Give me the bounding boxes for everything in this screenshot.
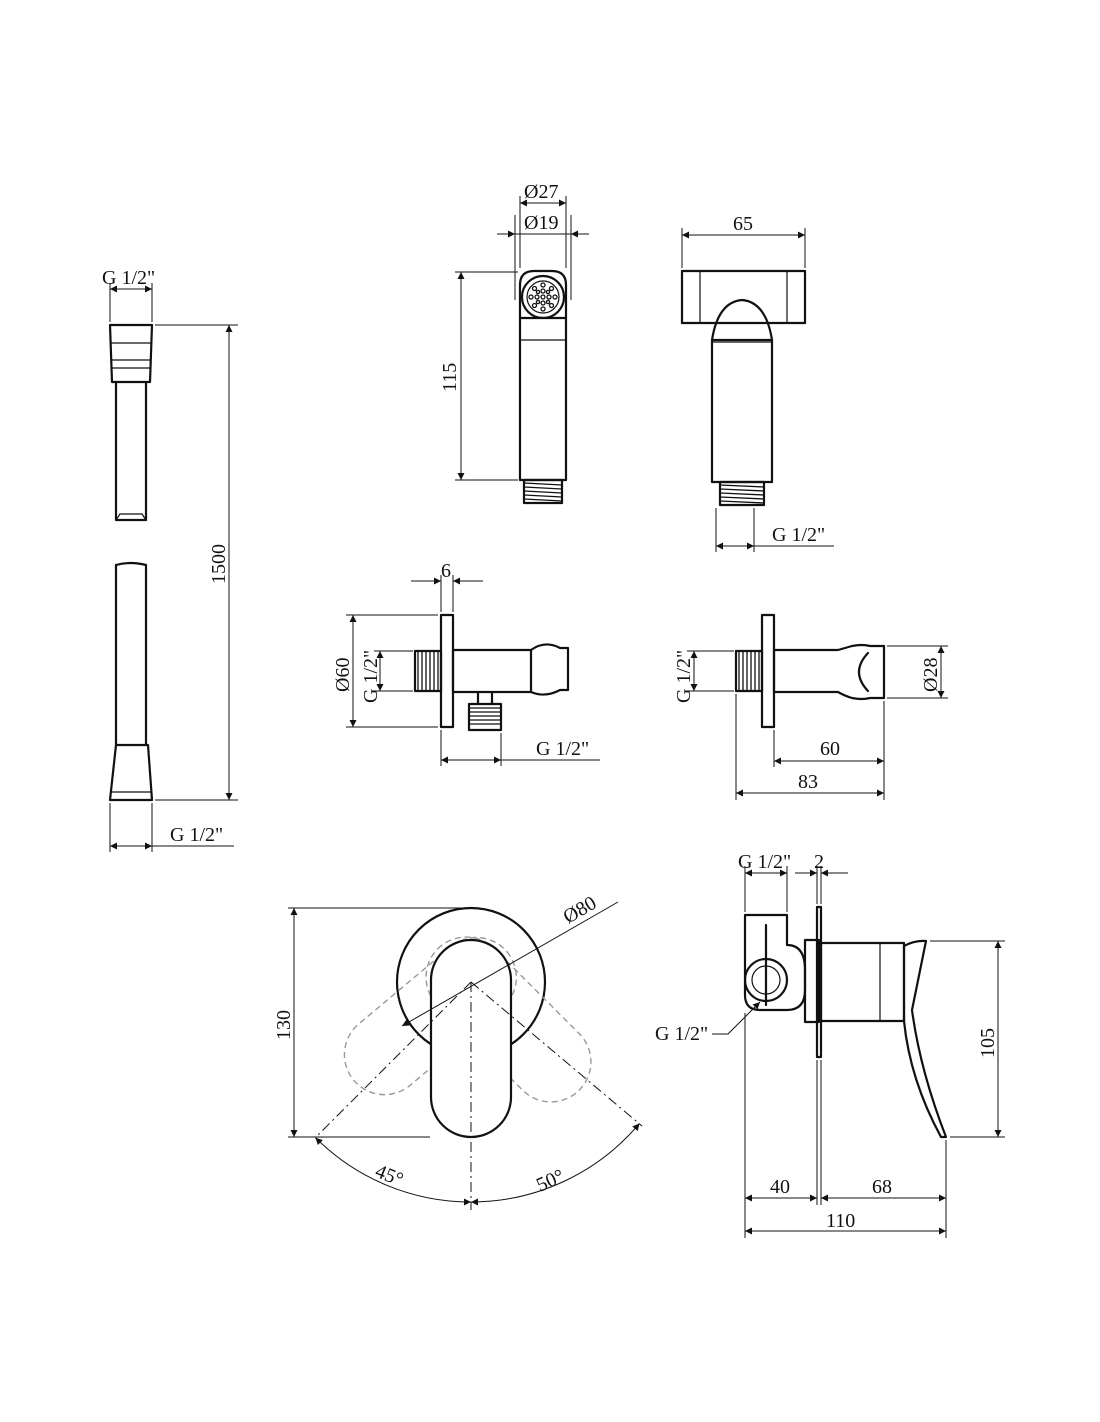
side-plate-label: 2 (814, 851, 824, 873)
hose-length-dimension: 1500 (155, 324, 238, 801)
elbow-diameter-dimension: Ø60 (332, 614, 438, 728)
elbow-out-thread-dimension: G 1/2" (440, 730, 600, 766)
elbow-holder-drawing (413, 613, 570, 732)
mixer-height-dimension: 130 (273, 907, 471, 1138)
side-top-thread-dimension: G 1/2" (738, 851, 791, 912)
elbow-side-thread-dimension: G 1/2" (360, 650, 413, 703)
hose-length-label: 1500 (208, 544, 230, 584)
side-back-label: 40 (770, 1176, 790, 1198)
hose-bottom-thread-label: G 1/2" (170, 824, 223, 846)
hose-view: G 1/2" 1500 G 1/2" (102, 267, 238, 852)
shower-head-width-label: 65 (733, 213, 753, 235)
mixer-height-label: 130 (273, 1010, 295, 1040)
holder-depth-dimension: 60 (773, 701, 885, 800)
holder-drawing (734, 613, 886, 729)
shower-head-front-view: Ø27 Ø19 115 (439, 181, 589, 505)
mixer-front-drawing (315, 906, 643, 1210)
elbow-diameter-label: Ø60 (332, 658, 354, 692)
shower-head-thread-dimension: G 1/2" (715, 508, 834, 552)
shower-head-outer-diameter-dimension: Ø27 (519, 181, 567, 268)
elbow-flange-label: 6 (441, 560, 451, 582)
mixer-side-view: G 1/2" 2 G 1/2" 105 40 (655, 851, 1005, 1238)
elbow-holder-view: 6 Ø60 G 1/2" G 1/2" (332, 560, 600, 766)
side-front-dimension: 68 (821, 1140, 947, 1238)
shower-head-outer-diameter-label: Ø27 (524, 181, 558, 203)
shower-head-width-dimension: 65 (681, 213, 806, 268)
hose-top-thread-dimension: G 1/2" (102, 267, 155, 322)
spray-holes (528, 282, 558, 312)
shower-head-height-dimension: 115 (439, 271, 518, 481)
shower-head-inner-diameter-label: Ø19 (524, 212, 558, 234)
side-total-dimension: 110 (745, 1210, 946, 1235)
mixer-side-drawing (743, 905, 948, 1139)
hose-drawing (108, 323, 154, 802)
shower-head-thread-label: G 1/2" (772, 524, 825, 546)
holder-diameter-label: Ø28 (920, 658, 942, 692)
holder-total-dimension: 83 (735, 694, 884, 800)
mixer-diameter-label: Ø80 (560, 892, 601, 928)
shower-head-side-view: 65 G 1/2" (680, 213, 834, 552)
side-plate-dimension: 2 (795, 851, 848, 904)
elbow-out-thread-label: G 1/2" (536, 738, 589, 760)
holder-view: G 1/2" Ø28 60 83 (673, 613, 948, 800)
elbow-flange-dimension: 6 (411, 560, 483, 612)
side-height-dimension: 105 (930, 940, 1005, 1138)
side-out-thread-dimension: G 1/2" (655, 1001, 761, 1045)
side-height-label: 105 (977, 1028, 999, 1058)
side-top-thread-label: G 1/2" (738, 851, 791, 873)
mixer-front-view: Ø80 130 45° 50° (273, 892, 643, 1210)
side-total-label: 110 (826, 1210, 855, 1232)
holder-diameter-dimension: Ø28 (887, 645, 948, 699)
holder-depth-label: 60 (820, 738, 840, 760)
shower-head-side-drawing (680, 269, 807, 507)
shower-head-height-label: 115 (439, 363, 461, 392)
holder-total-label: 83 (798, 771, 818, 793)
side-front-label: 68 (872, 1176, 892, 1198)
side-back-dimension: 40 (744, 1013, 822, 1238)
mixer-handle-rotated-left (425, 936, 592, 1103)
holder-thread-dimension: G 1/2" (673, 650, 734, 703)
holder-thread-label: G 1/2" (673, 650, 695, 703)
mixer-left-angle-label: 45° (372, 1160, 406, 1191)
shower-head-front-drawing (518, 269, 568, 505)
hose-top-thread-label: G 1/2" (102, 267, 155, 289)
hose-bottom-thread-dimension: G 1/2" (109, 803, 234, 852)
side-out-thread-label: G 1/2" (655, 1023, 708, 1045)
elbow-side-thread-label: G 1/2" (360, 650, 382, 703)
shower-head-inner-diameter-dimension: Ø19 (497, 212, 589, 300)
